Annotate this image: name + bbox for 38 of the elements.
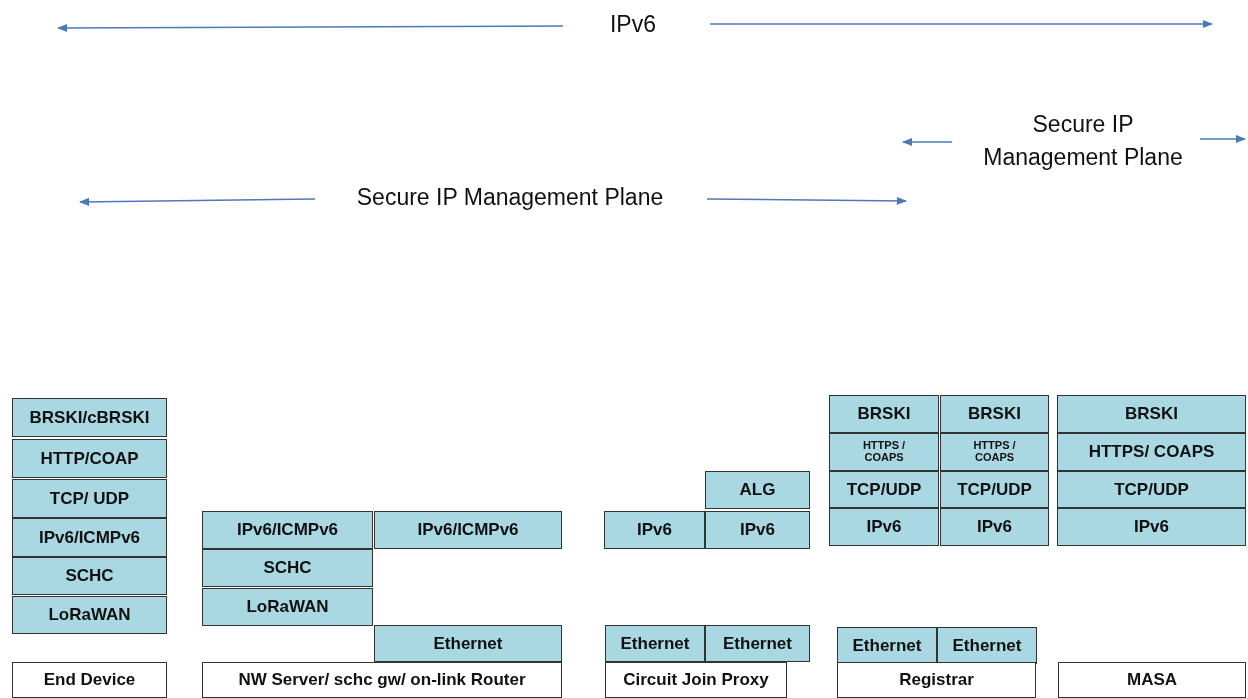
protocol-layer-box: HTTPS/ COAPS xyxy=(1057,433,1246,471)
device-label-box: NW Server/ schc gw/ on-link Router xyxy=(202,662,562,698)
protocol-layer-box: TCP/UDP xyxy=(829,471,939,508)
protocol-layer-box: IPv6 xyxy=(1057,508,1246,546)
protocol-layer-box: IPv6 xyxy=(829,508,939,546)
device-label-box: Registrar xyxy=(837,662,1036,698)
protocol-layer-box: TCP/ UDP xyxy=(12,479,167,518)
protocol-layer-box: ALG xyxy=(705,471,810,509)
protocol-layer-box: IPv6/ICMPv6 xyxy=(202,511,373,549)
device-label-box: Circuit Join Proxy xyxy=(605,662,787,698)
protocol-layer-box: Ethernet xyxy=(605,625,705,662)
protocol-layer-box: Ethernet xyxy=(705,625,810,662)
protocol-layer-box: SCHC xyxy=(202,549,373,587)
span-label: Secure IP Management Plane xyxy=(355,183,665,212)
protocol-layer-box: BRSKI xyxy=(940,395,1049,433)
protocol-layer-box: Ethernet xyxy=(374,625,562,662)
device-label-box: End Device xyxy=(12,662,167,698)
protocol-layer-box: BRSKI/cBRSKI xyxy=(12,398,167,437)
protocol-layer-box: BRSKI xyxy=(1057,395,1246,433)
device-label-box: MASA xyxy=(1058,662,1246,698)
protocol-layer-box: BRSKI xyxy=(829,395,939,433)
protocol-layer-box: IPv6 xyxy=(604,511,705,549)
protocol-layer-box: IPv6/ICMPv6 xyxy=(12,518,167,557)
protocol-layer-box: LoRaWAN xyxy=(202,588,373,626)
protocol-layer-box: SCHC xyxy=(12,557,167,595)
protocol-layer-box: HTTP/COAP xyxy=(12,439,167,478)
protocol-layer-box: TCP/UDP xyxy=(1057,471,1246,508)
protocol-layer-box: LoRaWAN xyxy=(12,596,167,634)
protocol-layer-box: Ethernet xyxy=(837,627,937,664)
protocol-layer-box: IPv6 xyxy=(940,508,1049,546)
protocol-layer-box: Ethernet xyxy=(937,627,1037,664)
protocol-layer-box: TCP/UDP xyxy=(940,471,1049,508)
protocol-layer-box: HTTPS / COAPS xyxy=(940,433,1049,471)
protocol-layer-box: IPv6 xyxy=(705,511,810,549)
span-label: IPv6 xyxy=(609,10,657,39)
span-label: Secure IP Management Plane xyxy=(982,110,1184,173)
protocol-layer-box: IPv6/ICMPv6 xyxy=(374,511,562,549)
protocol-layer-box: HTTPS / COAPS xyxy=(829,433,939,471)
